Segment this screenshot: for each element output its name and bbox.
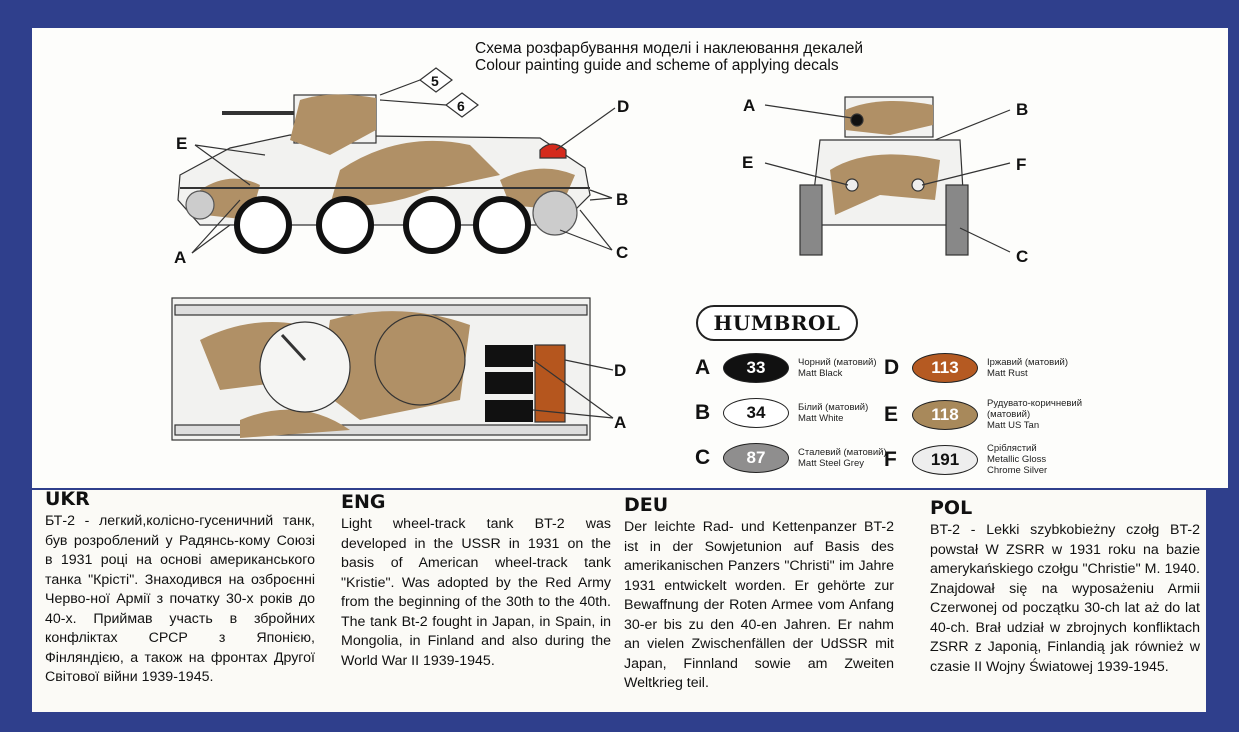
svg-text:E: E [742, 153, 753, 172]
guide-title: Схема розфарбування моделі і наклеювання… [475, 40, 863, 74]
side-view [177, 67, 616, 254]
paint-e: E 118 Рудувато-коричневий (матовий)Matt … [884, 398, 1087, 431]
text-panel [32, 490, 1206, 712]
column-text: BT-2 - Lekki szybkobieżny czołg BT-2 pow… [930, 522, 1200, 675]
rear-view [764, 96, 1011, 256]
paint-letter: F [884, 447, 897, 471]
column-text: БТ-2 - легкий,колісно-гусеничний танк, б… [45, 513, 315, 685]
svg-text:A: A [614, 413, 626, 432]
svg-text:B: B [616, 190, 628, 209]
svg-text:D: D [617, 97, 629, 116]
paint-c: C 87 Сталевий (матовий)Matt Steel Grey [695, 443, 887, 473]
paint-d: D 113 Іржавий (матовий)Matt Rust [884, 353, 1068, 383]
svg-text:D: D [614, 361, 626, 380]
paint-swatch: 113 [912, 353, 978, 383]
paint-swatch: 34 [723, 398, 789, 428]
top-callouts: DA [614, 361, 626, 432]
column-ukr: UKR БТ-2 - легкий,колісно-гусеничний тан… [45, 488, 315, 688]
svg-text:C: C [1016, 247, 1028, 266]
side-callouts: 5 6 D E B A C [174, 73, 629, 267]
column-heading: UKR [45, 488, 90, 510]
paint-b: B 34 Білий (матовий)Matt White [695, 398, 868, 428]
column-text: Light wheel-track tank BT-2 was develope… [341, 516, 611, 669]
column-eng: ENG Light wheel-track tank BT-2 was deve… [341, 491, 611, 671]
paint-letter: E [884, 402, 899, 426]
paint-desc: Чорний (матовий)Matt Black [798, 357, 877, 379]
svg-text:C: C [616, 243, 628, 262]
column-text: Der leichte Rad- und Kettenpanzer BT-2 i… [624, 519, 894, 691]
rear-callouts: A B E F C [742, 96, 1028, 266]
svg-text:A: A [743, 96, 755, 115]
paint-swatch: 87 [723, 443, 789, 473]
paint-swatch: 191 [912, 444, 978, 475]
svg-text:6: 6 [457, 98, 465, 114]
svg-text:F: F [1016, 155, 1026, 174]
column-deu: DEU Der leichte Rad- und Kettenpanzer BT… [624, 494, 894, 694]
paint-desc: Іржавий (матовий)Matt Rust [987, 357, 1068, 379]
paint-desc: Рудувато-коричневий (матовий)Matt US Tan [987, 398, 1083, 431]
top-view [171, 297, 614, 441]
svg-text:A: A [174, 248, 186, 267]
paint-desc: Білий (матовий)Matt White [798, 402, 869, 424]
paint-swatch: 118 [912, 399, 978, 430]
paint-letter: C [695, 446, 711, 469]
column-heading: DEU [624, 494, 669, 516]
svg-text:5: 5 [431, 73, 439, 89]
paint-letter: B [695, 401, 711, 424]
paint-desc: Сталевий (матовий)Matt Steel Grey [798, 447, 887, 469]
column-heading: POL [930, 497, 973, 519]
svg-text:B: B [1016, 100, 1028, 119]
paint-swatch: 33 [723, 353, 789, 383]
title-ukr: Схема розфарбування моделі і наклеювання… [475, 40, 864, 57]
paint-letter: A [695, 356, 711, 379]
paint-a: A 33 Чорний (матовий)Matt Black [695, 353, 877, 383]
svg-text:E: E [176, 134, 187, 153]
column-heading: ENG [341, 491, 386, 513]
title-eng: Colour painting guide and scheme of appl… [475, 57, 839, 74]
paint-letter: D [884, 356, 900, 379]
column-pol: POL BT-2 - Lekki szybkobieżny czołg BT-2… [930, 497, 1200, 677]
humbrol-logo: HUMBROL [696, 305, 858, 341]
